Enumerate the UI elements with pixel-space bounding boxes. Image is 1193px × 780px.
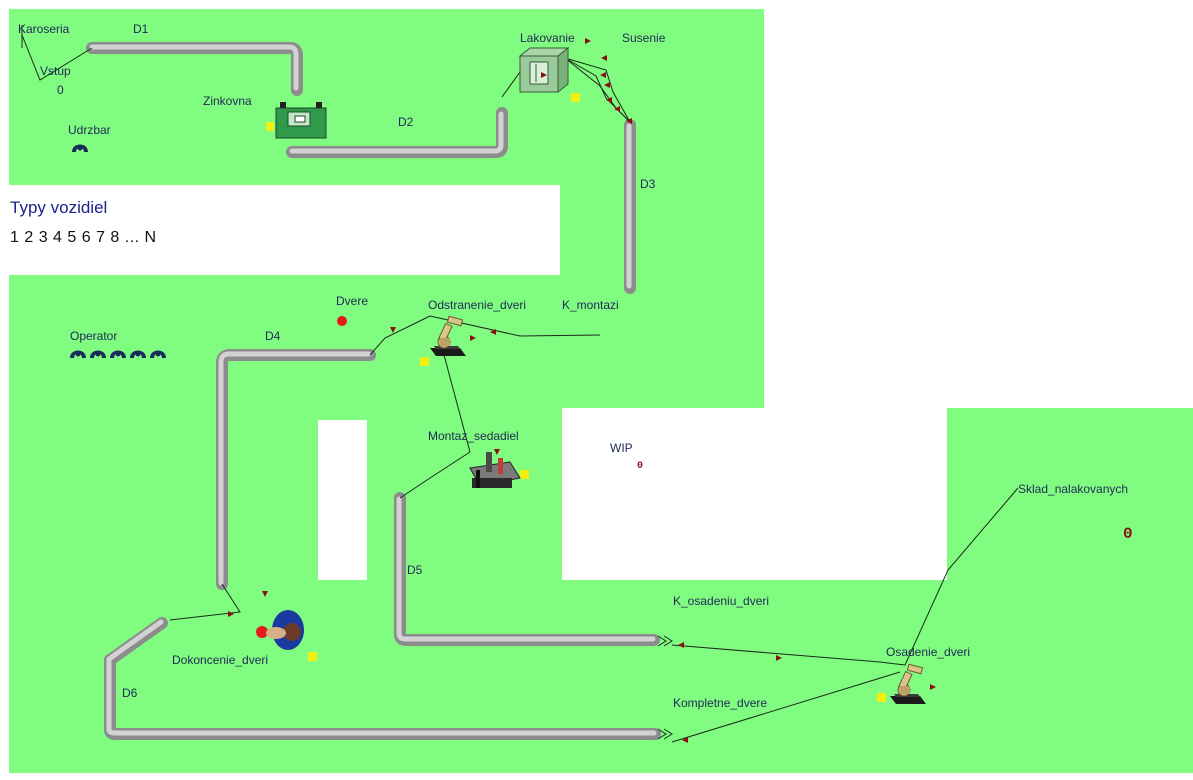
operator-label: Operator <box>70 329 117 343</box>
vehicle-types-panel: Typy vozidiel 1 2 3 4 5 6 7 8 ... N <box>0 185 560 275</box>
vstup-count: 0 <box>57 83 64 97</box>
d2-label: D2 <box>398 115 414 129</box>
montaz-sedadiel-label: Montaz_sedadiel <box>428 429 519 443</box>
wip-count: 0 <box>637 461 643 472</box>
sklad-nalakovanych-label: Sklad_nalakovanych <box>1018 482 1128 496</box>
d3-label: D3 <box>640 177 656 191</box>
panel-sequence: 1 2 3 4 5 6 7 8 ... N <box>10 229 157 246</box>
susenie-label: Susenie <box>622 31 666 45</box>
odstranenie-dveri-label: Odstranenie_dveri <box>428 298 526 312</box>
k-montazi-label: K_montazi <box>562 298 619 312</box>
panel-title: Typy vozidiel <box>10 198 107 217</box>
wip-label: WIP <box>610 441 633 455</box>
paint-booth-icon <box>520 48 568 92</box>
dvere-label: Dvere <box>336 294 368 308</box>
karoseria-label: Karoseria <box>18 22 70 36</box>
d6-label: D6 <box>122 686 138 700</box>
lakovanie-label: Lakovanie <box>520 31 575 45</box>
d1-label: D1 <box>133 22 149 36</box>
d5-label: D5 <box>407 563 423 577</box>
lakovanie-station[interactable]: Lakovanie <box>520 31 575 92</box>
d4-label: D4 <box>265 329 281 343</box>
udrzbar-label: Udrzbar <box>68 123 111 137</box>
osadenie-dveri-label: Osadenie_dveri <box>886 645 970 659</box>
sklad-count: 0 <box>1123 525 1133 543</box>
dvere-dot <box>337 316 347 326</box>
k-osadeniu-dveri-label: K_osadeniu_dveri <box>673 594 769 608</box>
vstup-label: Vstup <box>40 64 71 78</box>
dokoncenie-dveri-label: Dokoncenie_dveri <box>172 653 268 667</box>
zinkovna-label: Zinkovna <box>203 94 252 108</box>
kompletne-dvere-label: Kompletne_dvere <box>673 696 767 710</box>
